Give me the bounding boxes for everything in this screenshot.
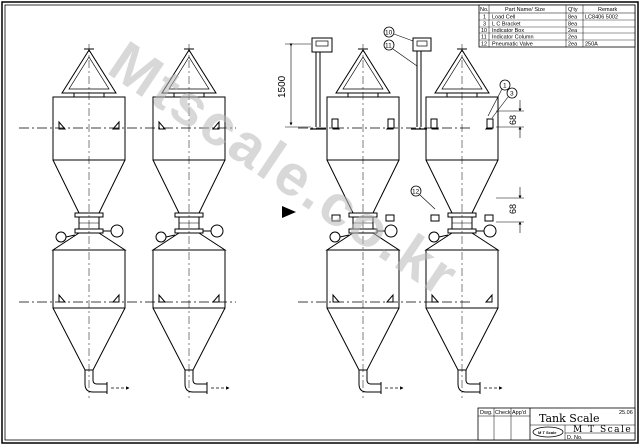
title-block-label: Check [495, 410, 511, 416]
parts-header-no: No. [480, 7, 489, 13]
parts-row-name: L C Bracket [492, 22, 521, 28]
indicator-column-left [310, 37, 333, 130]
company-name: M T Scale [573, 425, 632, 435]
drawing-date: 25.06 [619, 410, 633, 416]
drawing-number-label: D. No. [567, 435, 583, 441]
parts-header-qty: Q'ty [568, 7, 578, 13]
parts-list: No. Part Name/ Size Q'ty Remark 1 Load C… [478, 4, 636, 48]
watermark: Mtscale.co.kr [98, 29, 471, 310]
parts-row-qty: 2ea [568, 42, 578, 48]
balloon-label: 10 [385, 30, 393, 37]
balloon-label: 3 [510, 91, 514, 98]
parts-row-remark: LC8406 5002 [585, 15, 618, 21]
logo-text: M T Scale [538, 430, 557, 435]
offset-dimension-upper: 68 [496, 100, 524, 138]
tank-views [51, 44, 503, 398]
tank-after-2 [424, 44, 503, 398]
title-block-label: App'd [512, 410, 526, 416]
company-logo: M T Scale [532, 426, 564, 438]
dimension-label: 68 [508, 115, 518, 125]
parts-row-qty: 2ea [568, 28, 578, 34]
parts-row-no: 11 [481, 35, 487, 41]
balloon-label: 1 [503, 83, 507, 90]
balloon-label: 11 [385, 43, 392, 50]
balloon-label: 12 [412, 189, 420, 196]
drawing-title: Tank Scale [539, 412, 600, 425]
tank-before-1 [51, 44, 130, 398]
dimension-label: 68 [508, 204, 518, 214]
transition-arrow [282, 206, 296, 218]
title-block: Dwg. Check App'd Tank Scale 25.06 M T Sc… [477, 407, 636, 441]
parts-row-qty: 8ea [568, 22, 578, 28]
parts-header-name: Part Name/ Size [505, 7, 545, 13]
dimension-label: 1500 [277, 75, 288, 98]
parts-row-no: 10 [481, 28, 487, 34]
parts-row-name: Load Cell [492, 15, 515, 21]
parts-header-remark: Remark [598, 7, 618, 13]
indicator-column-right [411, 37, 432, 130]
parts-row-name: Pneumatic Valve [492, 42, 533, 48]
parts-row-remark: 250A [585, 42, 598, 48]
balloon-callouts: 10 11 1 3 12 [383, 26, 518, 210]
offset-dimension-lower: 68 [496, 187, 524, 233]
parts-row-no: 3 [483, 22, 486, 28]
column-height-dimension: 1500 [277, 43, 311, 128]
parts-row-no: 1 [483, 15, 486, 21]
title-block-label: Dwg. [480, 410, 493, 416]
parts-row-name: Indicator Column [492, 35, 534, 41]
inner-border [4, 4, 636, 441]
tank-after-1 [325, 44, 404, 398]
parts-row-name: Indicator Box [492, 28, 524, 34]
parts-row-no: 12 [481, 42, 487, 48]
parts-row-qty: 8ea [568, 15, 578, 21]
tank-before-2 [151, 44, 230, 398]
parts-row-qty: 2ea [568, 35, 578, 41]
